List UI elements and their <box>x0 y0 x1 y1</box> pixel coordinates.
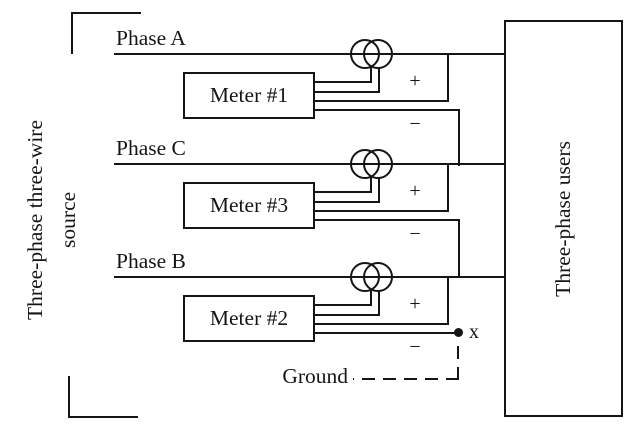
ct-secondary-wire-1 <box>315 191 372 193</box>
voltage-plus-wire <box>315 323 449 325</box>
voltage-minus-wire <box>315 109 460 111</box>
source-bracket-top-vertical <box>71 12 73 54</box>
current-transformer-icon <box>363 39 393 69</box>
ground-point-dot <box>454 328 463 337</box>
phase-c-wire <box>114 163 504 165</box>
ct-secondary-stub-1 <box>370 66 372 83</box>
phase-a-wire <box>114 53 504 55</box>
users-box: Three-phase users <box>504 20 623 417</box>
meter-3-box: Meter #3 <box>183 182 315 229</box>
voltage-minus-wire <box>315 219 460 221</box>
phase-b-wire <box>114 276 504 278</box>
meter-1-label: Meter #1 <box>209 83 289 107</box>
source-label: Three-phase three-wire source <box>17 75 87 365</box>
ct-secondary-stub-2 <box>378 177 380 203</box>
source-label-line1: Three-phase three-wire <box>23 120 47 320</box>
source-bracket-bottom-horizontal <box>68 416 138 418</box>
ct-secondary-wire-2 <box>315 314 380 316</box>
ct-secondary-stub-1 <box>370 289 372 306</box>
ground-point-label: x <box>469 321 479 343</box>
minus-terminal-label: − <box>409 336 421 358</box>
ct-secondary-wire-2 <box>315 91 380 93</box>
voltage-minus-wire <box>315 332 459 334</box>
plus-terminal-label: + <box>409 70 421 92</box>
meter-1-box: Meter #1 <box>183 72 315 119</box>
meter-3-label: Meter #3 <box>209 193 289 217</box>
phase-c-label: Phase C <box>116 136 186 160</box>
phase-a-label: Phase A <box>116 26 186 50</box>
voltage-plus-riser <box>447 54 449 102</box>
source-bracket-bottom-vertical <box>68 376 70 418</box>
voltage-plus-wire <box>315 210 449 212</box>
current-transformer-icon <box>363 262 393 292</box>
ground-dashed-vertical <box>457 339 459 380</box>
ct-secondary-stub-2 <box>378 290 380 316</box>
current-transformer-icon <box>363 149 393 179</box>
phase-b-label: Phase B <box>116 249 186 273</box>
ct-secondary-stub-2 <box>378 67 380 93</box>
voltage-minus-riser <box>458 109 460 166</box>
ground-dashed-horizontal <box>353 378 459 380</box>
plus-terminal-label: + <box>409 180 421 202</box>
voltage-plus-riser <box>447 164 449 212</box>
minus-terminal-label: − <box>409 113 421 135</box>
minus-terminal-label: − <box>409 223 421 245</box>
meter-2-label: Meter #2 <box>209 306 289 330</box>
users-label: Three-phase users <box>551 140 575 297</box>
ct-secondary-stub-1 <box>370 176 372 193</box>
meter-2-box: Meter #2 <box>183 295 315 342</box>
source-bracket-top-horizontal <box>71 12 141 14</box>
plus-terminal-label: + <box>409 293 421 315</box>
ct-secondary-wire-1 <box>315 304 372 306</box>
voltage-plus-riser <box>447 277 449 325</box>
ct-secondary-wire-2 <box>315 201 380 203</box>
ground-label: Ground <box>282 364 348 388</box>
source-label-line2: source <box>56 191 80 249</box>
ct-secondary-wire-1 <box>315 81 372 83</box>
voltage-plus-wire <box>315 100 449 102</box>
voltage-minus-riser <box>458 219 460 278</box>
